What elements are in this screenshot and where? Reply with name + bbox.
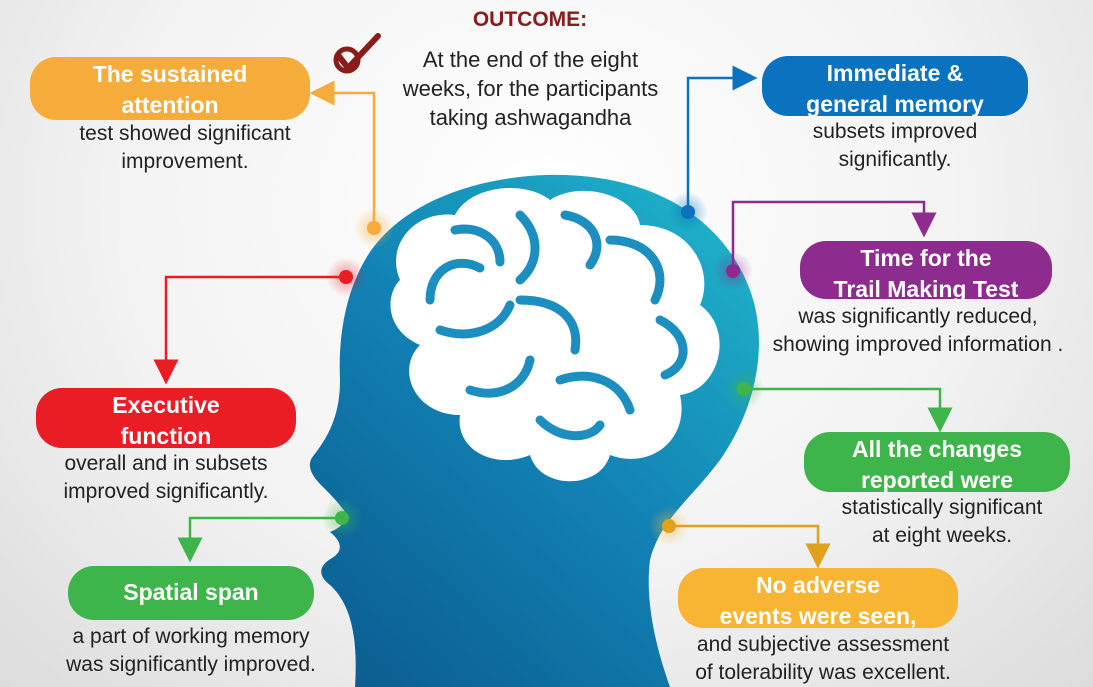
sustained-attention-desc-1: test showed significant [79,122,291,145]
trail-making-description: was significantly reduced, showing impro… [748,303,1088,359]
connector-memory [686,65,758,206]
trail-making-title-2: Trail Making Test [833,276,1019,302]
spatial-span-desc-2: was significantly improved. [66,653,316,676]
sustained-attention-description: test showed significant improvement. [30,120,340,176]
connector-executive [153,275,346,385]
immediate-memory-title-1: Immediate & [826,60,964,86]
immediate-memory-desc-1: subsets improved [812,120,978,143]
connector-dot-attention [367,221,381,235]
executive-function-label: Executive function [36,388,296,449]
executive-function-title-2: function [120,423,212,449]
spatial-span-desc-1: a part of working memory [72,625,310,648]
connector-trail [731,200,937,265]
sustained-attention-desc-2: improvement. [121,150,249,173]
all-changes-description: statistically significant at eight weeks… [804,494,1080,550]
all-changes-desc-2: at eight weeks. [871,524,1013,547]
connector-spatial [177,516,342,563]
immediate-memory-desc-2: significantly. [838,148,952,171]
connector-dot-trail [726,264,740,278]
outcome-line-1: At the end of the eight [422,47,639,72]
executive-function-desc-2: improved significantly. [63,480,269,503]
no-adverse-desc-1: and subjective assessment [696,633,950,656]
brain-icon [390,188,720,482]
connector-dot-memory [681,205,695,219]
spatial-span-label: Spatial span [68,566,314,620]
connector-attention [309,80,376,222]
all-changes-title-2: reported were [860,467,1014,493]
connector-adverse [669,524,831,569]
all-changes-desc-1: statistically significant [841,496,1043,519]
no-adverse-description: and subjective assessment of tolerabilit… [668,631,978,687]
immediate-memory-label: Immediate & general memory [762,56,1028,117]
no-adverse-title-2: events were seen, [719,603,917,629]
outcome-line-2: weeks, for the participants [402,76,659,101]
no-adverse-desc-2: of tolerability was excellent. [695,661,951,684]
outcome-description: At the end of the eight weeks, for the p… [378,45,683,132]
executive-function-title-1: Executive [112,392,220,418]
no-adverse-label: No adverse events were seen, [678,568,958,629]
trail-making-title-1: Time for the [860,245,992,271]
executive-function-description: overall and in subsets improved signific… [18,450,314,506]
no-adverse-title-1: No adverse [755,572,880,598]
checkmark-badge-icon [333,33,381,74]
sustained-attention-label: The sustained attention [30,57,310,120]
trail-making-desc-1: was significantly reduced, [798,305,1038,328]
trail-making-label: Time for the Trail Making Test [800,241,1052,302]
spatial-span-title-1: Spatial span [123,579,259,605]
outcome-line-3: taking ashwagandha [429,105,632,130]
trail-making-desc-2: showing improved information . [772,333,1064,356]
connector-changes [744,387,953,433]
all-changes-title-1: All the changes [852,436,1022,462]
sustained-attention-title-1: The sustained [92,61,248,87]
outcome-title: OUTCOME: [472,8,588,31]
executive-function-desc-1: overall and in subsets [64,452,268,475]
spatial-span-description: a part of working memory was significant… [36,623,346,679]
immediate-memory-title-2: general memory [806,91,984,117]
all-changes-label: All the changes reported were [804,432,1070,493]
sustained-attention-title-2: attention [121,92,219,118]
immediate-memory-description: subsets improved significantly. [762,118,1028,174]
